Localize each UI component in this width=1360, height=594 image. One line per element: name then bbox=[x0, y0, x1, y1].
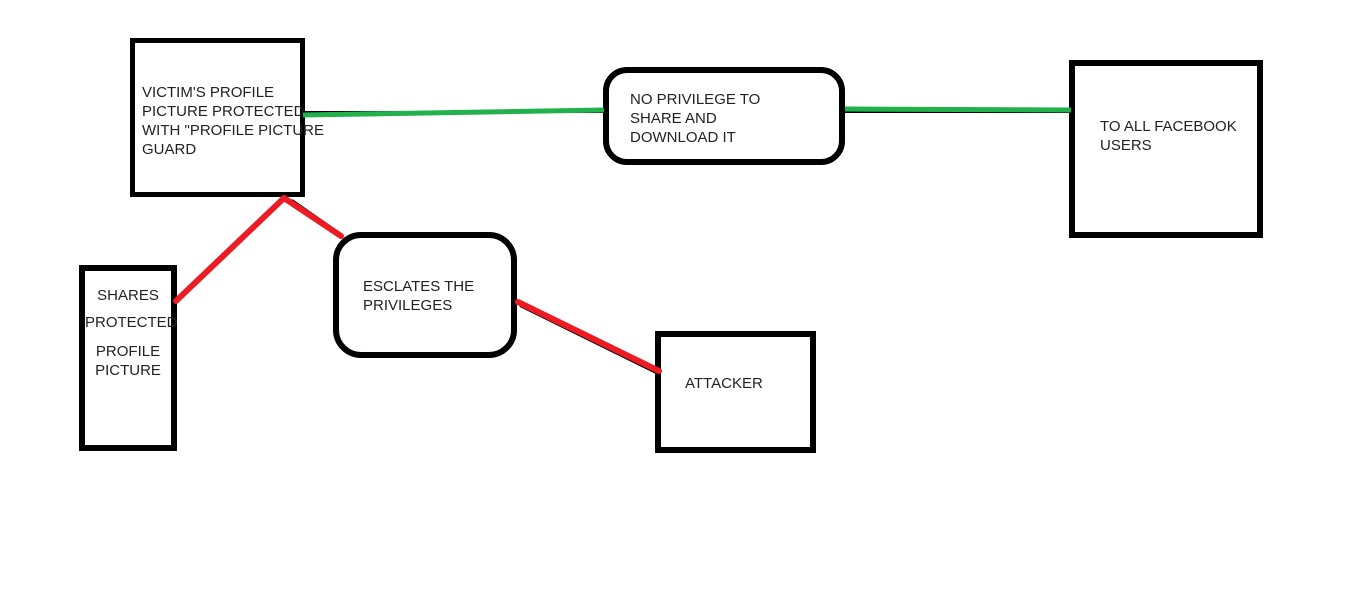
node-text-line: PICTURE bbox=[95, 362, 161, 379]
node-to-all-facebook-users: TO ALL FACEBOOK USERS bbox=[1069, 60, 1263, 238]
edge-victim-to-noprivilege-line bbox=[302, 107, 605, 118]
node-text-line: TO ALL FACEBOOK bbox=[1100, 118, 1237, 135]
node-shares-protected-picture: SHARES PROTECTED PROFILE PICTURE bbox=[79, 265, 178, 451]
node-text-line: PICTURE PROTECTED bbox=[142, 103, 305, 120]
edge-victim-to-shares-line bbox=[173, 195, 287, 304]
node-text-line: PRIVILEGES bbox=[363, 297, 453, 314]
node-text-line: SHARES bbox=[97, 287, 159, 304]
node-text-line: DOWNLOAD IT bbox=[630, 129, 736, 146]
node-victim-profile-guard: VICTIM'S PROFILE PICTURE PROTECTED WITH … bbox=[130, 38, 324, 197]
edge-noprivilege-to-fbusers-line bbox=[844, 106, 1072, 113]
node-text-line: ESCLATES THE bbox=[363, 278, 475, 295]
node-text-line: WITH "PROFILE PICTURE bbox=[142, 122, 324, 139]
node-escalates-privileges: ESCLATES THE PRIVILEGES bbox=[333, 232, 517, 358]
edge-escalates-to-attacker-underlay bbox=[519, 305, 659, 375]
node-no-privilege: NO PRIVILEGE TO SHARE AND DOWNLOAD IT bbox=[603, 67, 845, 165]
node-text-line: SHARE AND bbox=[630, 110, 717, 127]
node-text-line: ATTACKER bbox=[685, 375, 763, 392]
node-text-line: GUARD bbox=[142, 141, 197, 158]
node-text-line: PROTECTED bbox=[85, 314, 178, 331]
edge-escalates-to-attacker-line bbox=[515, 299, 662, 374]
node-text-line: VICTIM'S PROFILE bbox=[142, 84, 275, 101]
node-text-line: NO PRIVILEGE TO bbox=[630, 91, 761, 108]
edge-victim-to-escalates-underlay bbox=[291, 199, 342, 235]
edge-victim-to-escalates-line bbox=[281, 195, 344, 239]
node-text-line: USERS bbox=[1100, 137, 1152, 154]
node-text-line: PROFILE bbox=[95, 343, 161, 360]
node-attacker: ATTACKER bbox=[655, 331, 816, 453]
